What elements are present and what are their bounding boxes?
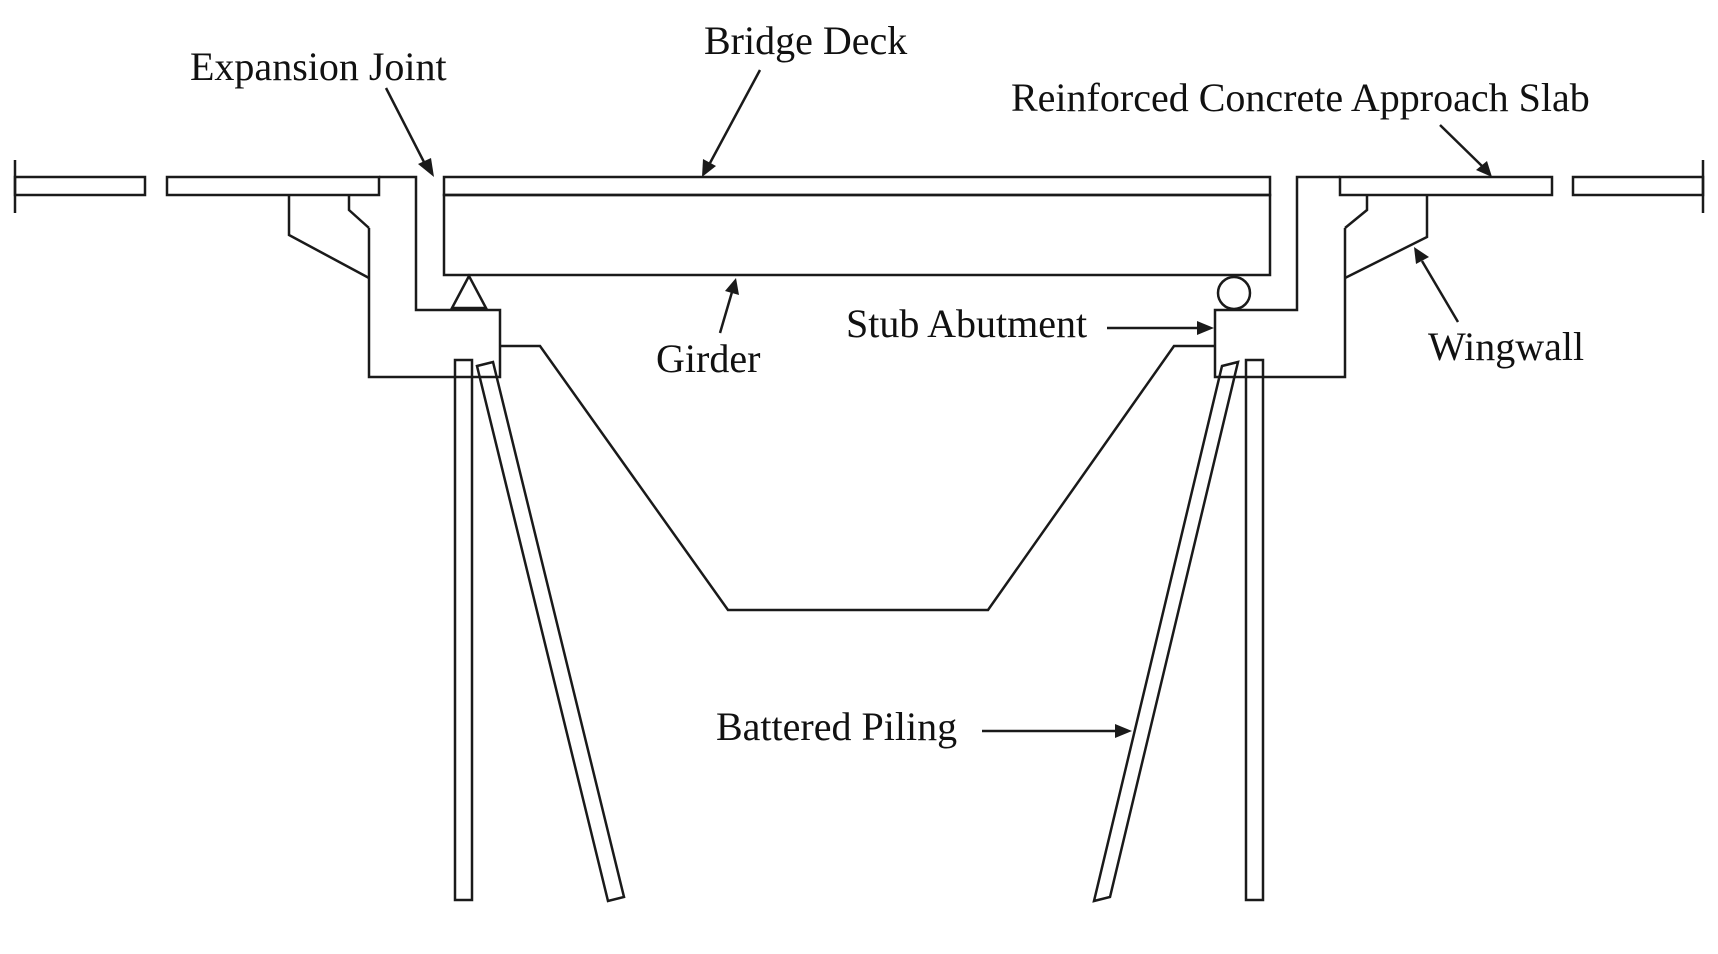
right-pavement-slabs bbox=[1338, 160, 1705, 213]
girder-body bbox=[442, 193, 1272, 277]
approach-slab-arrowhead bbox=[1476, 161, 1492, 177]
right-outer-pavement bbox=[1571, 175, 1705, 197]
channel-ground-profile bbox=[500, 344, 1215, 612]
approach-slab-leader bbox=[1439, 124, 1484, 168]
wingwall-arrowhead bbox=[1414, 247, 1429, 264]
labels: Expansion Joint Bridge Deck Reinforced C… bbox=[190, 18, 1590, 749]
girder-label: Girder bbox=[656, 336, 760, 381]
right-abutment-outline bbox=[1213, 175, 1347, 379]
left-pavement-slabs bbox=[13, 160, 381, 213]
expansion-joint-arrowhead bbox=[418, 158, 434, 177]
left-outer-pavement bbox=[13, 175, 147, 197]
bearings bbox=[449, 273, 1252, 311]
left-battered-pile bbox=[475, 360, 626, 903]
battered-piling-arrowhead bbox=[1115, 724, 1132, 738]
right-approach-slab-shape bbox=[1338, 175, 1554, 197]
right-wingwall bbox=[1344, 195, 1429, 280]
left-wingwall bbox=[287, 195, 370, 280]
bridge-deck-slab bbox=[442, 175, 1272, 197]
left-abutment bbox=[287, 175, 502, 379]
superstructure bbox=[442, 175, 1272, 277]
bridge-deck-arrowhead bbox=[702, 159, 716, 177]
stub-abutment-label: Stub Abutment bbox=[846, 301, 1087, 346]
expansion-joint-label: Expansion Joint bbox=[190, 44, 447, 89]
battered-piling-label: Battered Piling bbox=[716, 704, 957, 749]
expansion-bearing bbox=[1216, 275, 1252, 311]
left-approach-slab bbox=[165, 175, 381, 197]
left-vertical-pile bbox=[453, 358, 474, 902]
left-piles bbox=[453, 358, 626, 903]
expansion-joint-leader bbox=[384, 87, 428, 167]
approach-slab-label: Reinforced Concrete Approach Slab bbox=[1011, 75, 1590, 120]
right-wingwall-inner bbox=[1344, 195, 1369, 229]
bridge-deck-leader bbox=[708, 69, 762, 164]
left-abutment-outline bbox=[367, 175, 502, 379]
wingwall-leader bbox=[1420, 260, 1460, 323]
stub-abutment-arrowhead bbox=[1197, 321, 1214, 335]
fixed-bearing bbox=[449, 273, 489, 310]
left-wingwall-inner bbox=[347, 195, 370, 229]
bridge-deck-label: Bridge Deck bbox=[704, 18, 907, 63]
girder-leader bbox=[718, 291, 734, 334]
leader-lines bbox=[384, 69, 1492, 738]
right-piles bbox=[1092, 358, 1265, 903]
girder-arrowhead bbox=[725, 278, 739, 295]
right-vertical-pile bbox=[1244, 358, 1265, 902]
right-abutment bbox=[1213, 175, 1429, 379]
right-battered-pile bbox=[1092, 360, 1240, 903]
wingwall-label: Wingwall bbox=[1428, 324, 1584, 369]
